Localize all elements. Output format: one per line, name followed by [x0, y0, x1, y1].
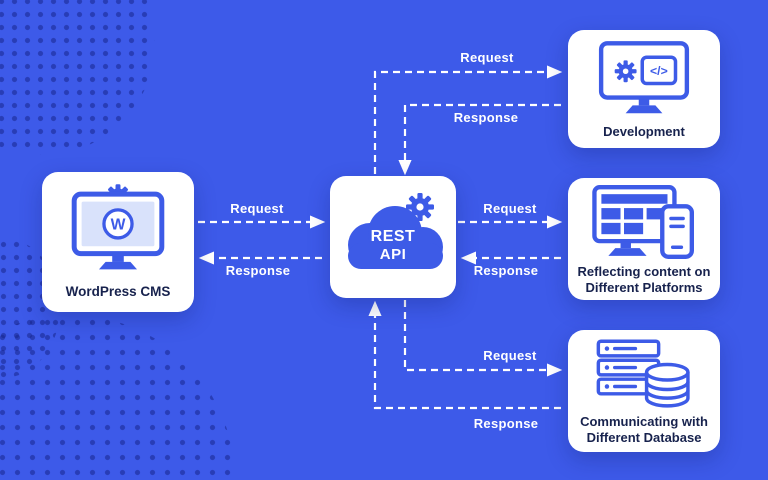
platforms-label-line2: Different Platforms [585, 280, 703, 295]
server-racks [596, 339, 661, 396]
connection-label-request: Request [483, 348, 537, 363]
gear-icon [406, 193, 434, 221]
rest-api-cloud: REST API [332, 187, 454, 287]
wordpress-cms-card: W WordPress CMS [42, 172, 194, 312]
wordpress-logo-icon [102, 207, 134, 240]
gear-icon [614, 60, 637, 83]
wordpress-monitor-icon: W [71, 183, 165, 269]
rest-api-text: REST API [332, 228, 454, 263]
development-monitor-icon: </> [598, 40, 690, 114]
database-label-line2: Different Database [586, 430, 702, 445]
cloud-icon [348, 206, 443, 269]
wordpress-card-label: WordPress CMS [65, 283, 171, 299]
connection-label-response: Response [453, 110, 519, 125]
development-card: </> Development [568, 30, 720, 148]
platforms-label-line1: Reflecting content on [577, 263, 711, 279]
rest-label: REST [370, 228, 416, 245]
monitor-base [98, 261, 138, 269]
api-label: API [379, 246, 407, 263]
connection-label-response: Response [473, 416, 539, 431]
monitor-base [625, 105, 663, 114]
monitor-stand [620, 240, 631, 248]
layout-blocks [601, 193, 668, 234]
platforms-card-label: Reflecting content on Different Platform… [572, 264, 717, 297]
halftone-dots-top-left [0, 0, 155, 155]
platforms-card: Reflecting content on Different Platform… [568, 178, 720, 300]
database-card-label: Communicating with Different Database [574, 414, 714, 447]
development-card-label: Development [603, 123, 685, 139]
connection-label-request: Request [483, 201, 537, 216]
database-card: Communicating with Different Database [568, 330, 720, 452]
code-icon: </> [650, 64, 668, 78]
monitor-stand [112, 253, 124, 262]
cloud-gear-icon [348, 193, 443, 269]
database-cylinder-icon [644, 362, 690, 408]
database-servers-icon [596, 339, 690, 408]
connection-label-response: Response [225, 263, 291, 278]
rest-api-card: REST API [330, 176, 456, 298]
code-box [640, 55, 678, 86]
connection-label-response: Response [473, 263, 539, 278]
monitor-base [608, 247, 647, 256]
wordpress-logo-letter: W [111, 216, 126, 233]
platforms-devices-icon [592, 184, 694, 259]
phone-icon [660, 203, 694, 259]
halftone-dots-bottom-left [0, 315, 235, 480]
database-label-line1: Communicating with [580, 413, 708, 429]
phone-screen-lines [669, 216, 685, 249]
connection-label-request: Request [230, 201, 284, 216]
monitor-stand [638, 97, 650, 106]
connection-label-request: Request [460, 50, 514, 65]
